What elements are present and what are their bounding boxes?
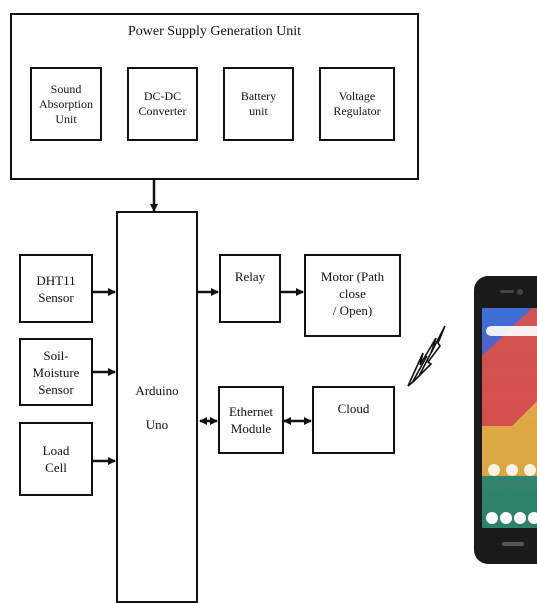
dht11-sensor-box: DHT11 Sensor — [19, 254, 93, 323]
motor-box: Motor (Path close / Open) — [304, 254, 401, 337]
load-cell-label: Load Cell — [42, 443, 70, 475]
relay-box: Relay — [219, 254, 281, 323]
sound-absorption-box: Sound Absorption Unit — [30, 67, 102, 141]
dht11-label: DHT11 Sensor — [36, 272, 76, 305]
load-cell-box: Load Cell — [19, 422, 93, 496]
cloud-box: Cloud — [312, 386, 395, 454]
dcdc-converter-box: DC-DC Converter — [127, 67, 198, 141]
soil-moisture-sensor-box: Soil-Moisture Sensor — [19, 338, 93, 406]
soil-moisture-label: Soil-Moisture Sensor — [32, 347, 80, 397]
battery-unit-label: Battery unit — [240, 89, 277, 118]
motor-label: Motor (Path close / Open) — [320, 269, 385, 318]
ethernet-module-label: Ethernet Module — [228, 404, 274, 436]
arduino-uno-box: Arduino Uno — [116, 211, 198, 603]
relay-label: Relay — [234, 269, 266, 284]
voltage-regulator-box: Voltage Regulator — [319, 67, 395, 141]
arduino-uno-label: Arduino Uno — [135, 382, 179, 432]
sound-absorption-label: Sound Absorption Unit — [39, 81, 93, 126]
cloud-label: Cloud — [337, 401, 370, 416]
power-supply-title: Power Supply Generation Unit — [127, 24, 302, 39]
voltage-regulator-label: Voltage Regulator — [333, 89, 381, 118]
dcdc-converter-label: DC-DC Converter — [138, 89, 187, 118]
battery-unit-box: Battery unit — [223, 67, 294, 141]
ethernet-module-box: Ethernet Module — [218, 386, 284, 454]
smartphone-icon — [474, 276, 537, 564]
lightning-signal-icon — [407, 325, 446, 387]
